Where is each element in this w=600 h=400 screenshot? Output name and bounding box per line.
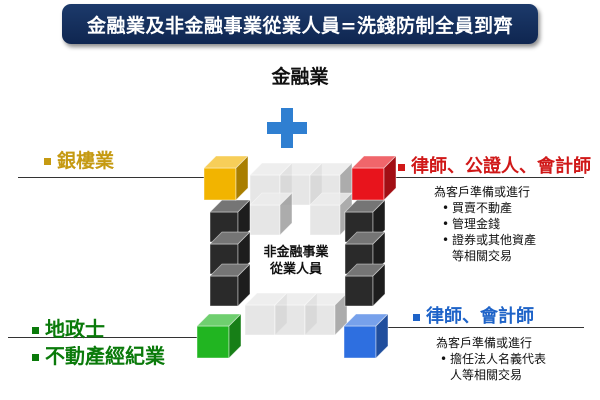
pro1-list: 買賣不動產 管理金錢 證券或其他資產 (440, 200, 536, 248)
dark-block (344, 231, 386, 275)
category-land-text: 地政士 (45, 317, 105, 341)
dark-block (209, 199, 251, 243)
center-label-line-1: 非金融事業 (263, 245, 329, 260)
pro1-connector-line (384, 177, 584, 178)
category-land-label: 地政士 (32, 313, 105, 342)
corner-block-red (351, 155, 397, 201)
bullet-icon (413, 313, 420, 321)
pro1-description: 為客戶準備或進行 買賣不動產 管理金錢 證券或其他資產 等相關交易 (434, 184, 536, 264)
list-item-continuation: 人等相關交易 (450, 368, 523, 382)
list-item: 證券或其他資產 (440, 232, 536, 248)
bullet-icon (32, 327, 39, 334)
dark-block (209, 263, 251, 307)
category-estate-text: 不動產經紀業 (45, 344, 165, 368)
bullet-icon (32, 354, 39, 361)
bullet-icon (44, 158, 51, 165)
category-estate-label: 不動產經紀業 (32, 340, 165, 369)
list-item: 擔任法人名義代表 (438, 351, 546, 367)
category-bank-text: 銀樓業 (57, 150, 115, 172)
bullet-icon (398, 163, 405, 171)
finance-label: 金融業 (271, 66, 329, 88)
list-item-continuation: 等相關交易 (452, 249, 513, 263)
pro2-intro: 為客戶準備或進行 (436, 336, 533, 350)
light-block (304, 292, 348, 336)
category-pro2-text: 律師、會計師 (426, 306, 534, 327)
center-label-line-2: 從業人員 (269, 262, 322, 277)
plus-icon (267, 108, 307, 148)
category-pro1-text: 律師、公證人、會計師 (411, 156, 591, 177)
title-banner: 金融業及非金融事業從業人員=洗錢防制全員到齊 (62, 4, 538, 44)
list-item: 買賣不動產 (440, 200, 536, 216)
land-connector-line (8, 337, 198, 338)
dark-block (209, 231, 251, 275)
corner-block-blue (343, 313, 389, 359)
pro2-description: 為客戶準備或進行 擔任法人名義代表 人等相關交易 (436, 335, 546, 383)
cube-icon (196, 155, 397, 359)
pro2-connector-line (380, 327, 584, 328)
corner-block-green (196, 313, 242, 359)
dark-block (344, 263, 386, 307)
category-pro2-label: 律師、會計師 (413, 302, 534, 328)
center-label: 非金融事業 從業人員 (256, 244, 336, 278)
light-block (249, 192, 293, 236)
category-pro1-label: 律師、公證人、會計師 (398, 152, 591, 178)
pro1-intro: 為客戶準備或進行 (434, 185, 531, 199)
category-bank-label: 銀樓業 (44, 146, 114, 173)
bank-connector-line (18, 177, 204, 178)
list-item: 管理金錢 (440, 216, 536, 232)
corner-block-yellow (203, 155, 249, 201)
pro2-list: 擔任法人名義代表 (438, 351, 546, 367)
